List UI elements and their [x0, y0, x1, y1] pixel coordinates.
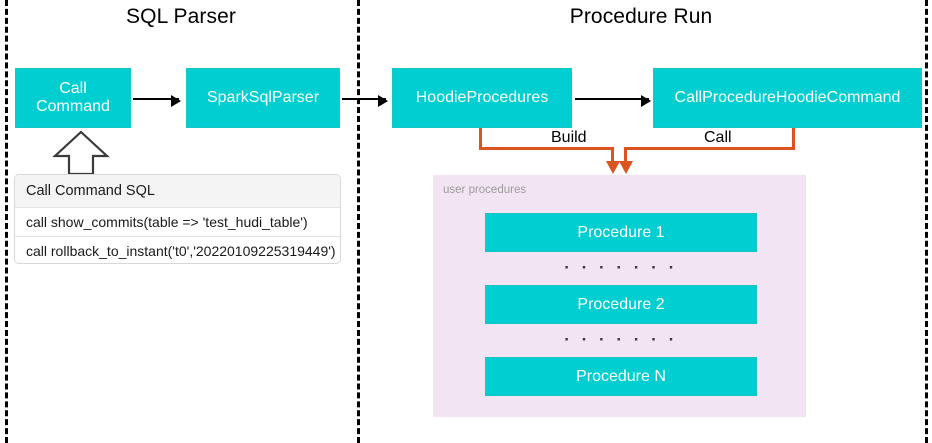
connector-call-label: Call: [698, 129, 738, 147]
box-call-procedure-hoodie-command-label: CallProcedureHoodieCommand: [674, 89, 901, 107]
arrow-hoodieprocedures-to-callprocedurehoodiecommand: [575, 94, 651, 107]
connector-call-horizontal: [624, 147, 795, 150]
divider-left: [5, 0, 8, 443]
connector-build-arrowhead: [605, 161, 620, 174]
arrow-callcommand-to-sparksqlparser: [133, 94, 181, 107]
box-procedure-n[interactable]: Procedure N: [485, 357, 757, 396]
connector-call-arrowhead: [618, 161, 633, 174]
connector-call-vertical-right: [792, 128, 795, 150]
box-call-command[interactable]: Call Command: [15, 68, 131, 128]
user-procedures-panel-label: user procedures: [443, 184, 527, 196]
divider-middle: [357, 0, 360, 443]
procedures-ellipsis: · · · · · · ·: [564, 258, 678, 277]
box-call-procedure-hoodie-command[interactable]: CallProcedureHoodieCommand: [653, 68, 922, 128]
connector-call-vertical-left: [624, 147, 627, 164]
procedures-ellipsis: · · · · · · ·: [564, 330, 678, 349]
connector-build-vertical-right: [611, 147, 614, 164]
box-procedure-2-label: Procedure 2: [577, 295, 665, 313]
box-procedure-1[interactable]: Procedure 1: [485, 213, 757, 252]
box-procedure-1-label: Procedure 1: [577, 223, 665, 241]
box-call-command-line1: Call: [59, 80, 87, 98]
sql-table-row: call rollback_to_instant('t0','202201092…: [26, 243, 336, 259]
arrow-sparksqlparser-to-hoodieprocedures: [342, 94, 388, 107]
box-procedure-n-label: Procedure N: [576, 367, 666, 385]
section-title-procedure-run: Procedure Run: [569, 5, 713, 28]
section-title-sql-parser: SQL Parser: [126, 5, 236, 28]
sql-table-row: call show_commits(table => 'test_hudi_ta…: [15, 208, 340, 237]
box-procedure-2[interactable]: Procedure 2: [485, 285, 757, 324]
box-call-command-line2: Command: [36, 98, 110, 115]
connector-build-horizontal: [479, 147, 614, 150]
connector-build-vertical-left: [479, 128, 482, 150]
sql-table-header: Call Command SQL: [15, 175, 340, 208]
divider-right: [925, 0, 928, 443]
box-hoodie-procedures-label: HoodieProcedures: [415, 89, 549, 107]
box-spark-sql-parser[interactable]: SparkSqlParser: [186, 68, 340, 128]
call-command-sql-table: Call Command SQL call show_commits(table…: [14, 174, 341, 264]
connector-build-label: Build: [545, 129, 593, 147]
box-hoodie-procedures[interactable]: HoodieProcedures: [392, 68, 572, 128]
box-spark-sql-parser-label: SparkSqlParser: [206, 89, 320, 107]
